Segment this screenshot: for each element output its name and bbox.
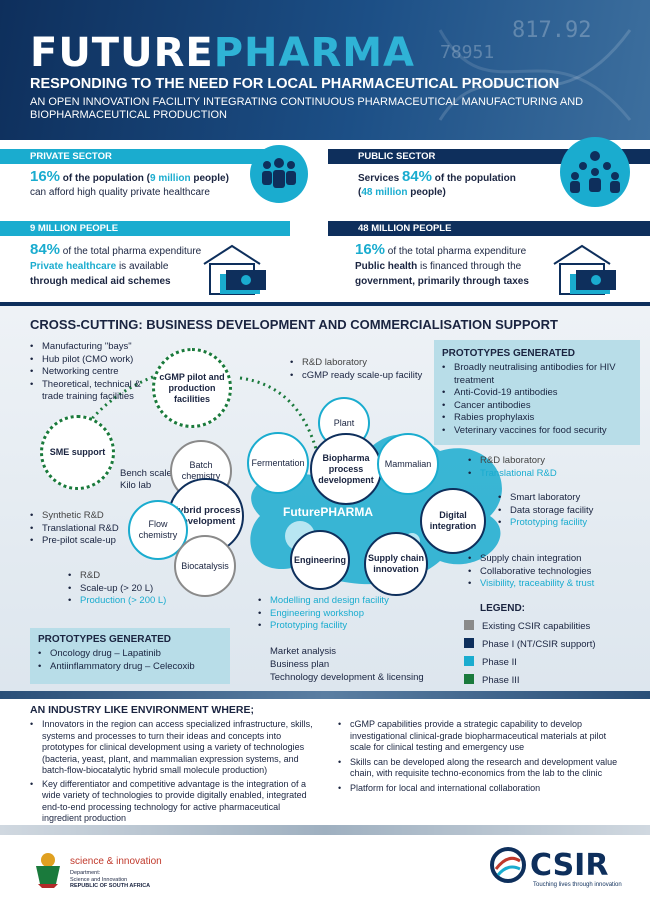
csir-tagline: Touching lives through innovation (533, 882, 622, 888)
scale-list: R&D Scale-up (> 20 L) Production (> 200 … (68, 570, 188, 608)
mammalian-list: R&D laboratory Translational R&D (468, 455, 618, 480)
market-list: Market analysis Business plan Technology… (270, 646, 424, 683)
background-number: 817.92 (512, 18, 592, 43)
people-group-icon (250, 145, 308, 203)
divider-strip (0, 825, 650, 835)
prototypes-left-box: PROTOTYPES GENERATED Oncology drug – Lap… (30, 628, 230, 684)
dna-helix-icon (438, 29, 632, 121)
mammalian-circle: Mammalian (377, 433, 439, 495)
synthetic-list: Synthetic R&D Translational R&D Pre-pilo… (30, 510, 150, 548)
legend-title: LEGEND: (480, 603, 525, 614)
legend-item-phase-2: Phase II (464, 654, 596, 672)
page-title: FUTUREPHARMA (30, 30, 416, 76)
prototypes-right-box: PROTOTYPES GENERATED Broadly neutralisin… (434, 340, 640, 445)
industry-heading: AN INDUSTRY LIKE ENVIRONMENT WHERE; (30, 704, 255, 716)
page-description: AN OPEN INNOVATION FACILITY INTEGRATING … (30, 96, 584, 121)
legend-item-existing: Existing CSIR capabilities (464, 618, 596, 636)
supply-chain-circle: Supply chain innovation (364, 532, 428, 596)
csir-logo-icon (490, 847, 526, 883)
header-banner: 817.92 78951 FUTUREPHARMA RESPONDING TO … (0, 0, 650, 140)
house-money-icon (203, 244, 266, 295)
digital-list: Smart laboratory Data storage facility P… (498, 492, 638, 530)
digital-integration-circle: Digital integration (420, 488, 486, 554)
private-sector-bar: PRIVATE SECTOR (0, 149, 290, 164)
public-sector-text: Services 84% of the population (48 milli… (358, 168, 516, 198)
engineering-list: Modelling and design facility Engineerin… (258, 595, 438, 633)
divider (0, 302, 650, 306)
supply-list: Supply chain integration Collaborative t… (468, 553, 638, 591)
nine-million-text: 84% of the total pharma expenditure Priv… (30, 241, 202, 287)
legend: Existing CSIR capabilities Phase I (NT/C… (464, 618, 596, 690)
csir-wordmark: CSIR (530, 848, 609, 883)
house-money-icon (553, 244, 616, 295)
coat-of-arms-logo (36, 853, 60, 888)
engineering-circle: Engineering (290, 530, 350, 590)
biopharma-circle: Biopharma process development (310, 433, 382, 505)
divider-strip (0, 691, 650, 699)
prototypes-left-title: PROTOTYPES GENERATED (38, 634, 171, 645)
fortyeight-million-text: 16% of the total pharma expenditure Publ… (355, 241, 529, 287)
legend-item-phase-1: Phase I (NT/CSIR support) (464, 636, 596, 654)
background-number: 78951 (440, 42, 495, 63)
nine-million-bar: 9 MILLION PEOPLE (0, 221, 290, 236)
cgmp-pilot-circle: cGMP pilot and production facilities (152, 348, 232, 428)
sme-support-circle: SME support (40, 415, 115, 490)
prototypes-right-list: Broadly neutralising antibodies for HIV … (442, 362, 638, 437)
prototypes-title: PROTOTYPES GENERATED (442, 348, 575, 359)
dept-lines: Department: Science and Innovation REPUB… (70, 870, 151, 889)
cross-cutting-heading: CROSS-CUTTING: BUSINESS DEVELOPMENT AND … (30, 317, 558, 332)
fermentation-circle: Fermentation (247, 432, 309, 494)
left-capability-list: Manufacturing "bays" Hub pilot (CMO work… (30, 341, 155, 404)
legend-item-phase-3: Phase III (464, 672, 596, 690)
private-sector-text: 16% of the population (9 million people)… (30, 168, 229, 198)
rd-lab-list: R&D laboratory cGMP ready scale-up facil… (290, 357, 440, 382)
fortyeight-million-bar: 48 MILLION PEOPLE (328, 221, 650, 236)
crowd-icon (560, 137, 630, 207)
industry-left-list: Innovators in the region can access spec… (30, 719, 320, 825)
futurepharma-label: FuturePHARMA (283, 505, 373, 519)
prototypes-left-list: Oncology drug – Lapatinib Antiinflammato… (38, 648, 226, 673)
biocatalysis-circle: Biocatalysis (174, 535, 236, 597)
dept-brand: science & innovation (70, 856, 162, 867)
page-subtitle: RESPONDING TO THE NEED FOR LOCAL PHARMAC… (30, 76, 560, 92)
industry-right-list: cGMP capabilities provide a strategic ca… (338, 719, 628, 794)
